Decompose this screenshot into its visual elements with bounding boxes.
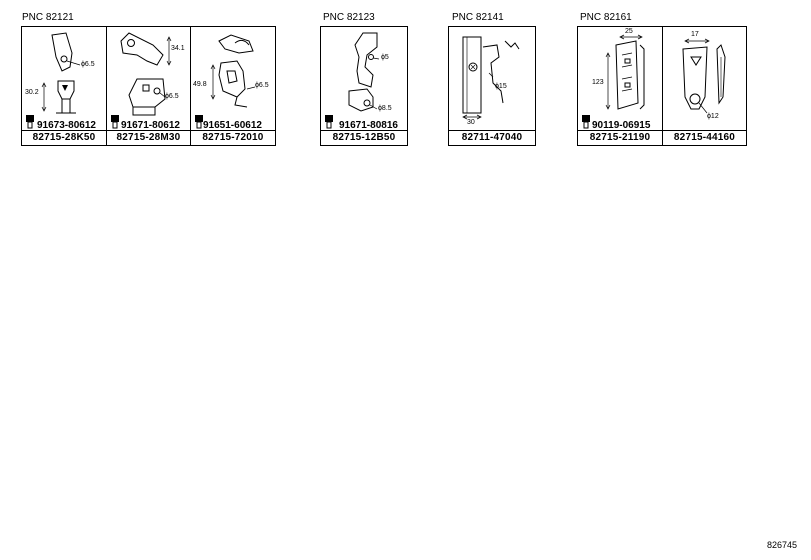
part-number[interactable]: 82715-72010 <box>191 130 275 145</box>
bracket-drawing <box>682 38 726 114</box>
part-cell-82715-12B50[interactable]: ϕ5 ϕ8.5 91671-80816 82715-12B50 <box>321 27 407 145</box>
bolt-part-number[interactable]: 91671-80612 <box>121 120 180 131</box>
dimension-label: ϕ6.5 <box>81 61 95 68</box>
illustration-id: 826745 <box>766 540 797 550</box>
pnc-title-82141: PNC 82141 <box>452 12 504 23</box>
bolt-part-number[interactable]: 90119-06915 <box>592 120 651 131</box>
parts-group-82121: ϕ6.5 30.2 91673-80612 82715-28K50 34.1 ϕ… <box>21 26 276 146</box>
fuse-holder-drawing <box>462 36 520 120</box>
part-cell-82715-72010[interactable]: 49.8 ϕ6.5 91651-60612 82715-72010 <box>190 27 275 145</box>
part-cell-82715-21190[interactable]: 25 123 90119-06915 82715-21190 <box>578 27 662 145</box>
part-number[interactable]: 82715-28K50 <box>22 130 106 145</box>
dimension-label: 30.2 <box>25 89 39 96</box>
clamp-drawing <box>325 32 380 129</box>
part-cell-82715-44160[interactable]: 17 ϕ12 82715-44160 <box>662 27 746 145</box>
bolt-part-number[interactable]: 91673-80612 <box>37 120 96 131</box>
dimension-label: 34.1 <box>171 45 185 52</box>
part-cell-82711-47040[interactable]: ϕ15 30 82711-47040 <box>449 27 535 145</box>
parts-group-82123: ϕ5 ϕ8.5 91671-80816 82715-12B50 <box>320 26 408 146</box>
pnc-title-82121: PNC 82121 <box>22 12 74 23</box>
dimension-label: ϕ12 <box>707 113 719 120</box>
part-number[interactable]: 82715-21190 <box>578 130 662 145</box>
bracket-drawing <box>111 32 172 129</box>
dimension-label: ϕ6.5 <box>165 93 179 100</box>
dimension-label: 49.8 <box>193 81 207 88</box>
part-number[interactable]: 82715-44160 <box>663 130 746 145</box>
dimension-label: ϕ6.5 <box>255 82 269 89</box>
dimension-label: 25 <box>625 28 633 35</box>
pnc-title-82161: PNC 82161 <box>580 12 632 23</box>
dimension-label: 17 <box>691 31 699 38</box>
dimension-label: 123 <box>592 79 604 86</box>
part-number[interactable]: 82715-12B50 <box>321 130 407 145</box>
dimension-label: 30 <box>467 119 475 126</box>
relay-block-drawing <box>582 34 645 129</box>
bolt-part-number[interactable]: 91671-80816 <box>339 120 398 131</box>
dimension-label: ϕ5 <box>381 54 389 61</box>
bracket-drawing <box>26 32 81 129</box>
part-number[interactable]: 82711-47040 <box>449 130 535 145</box>
parts-group-82161: 25 123 90119-06915 82715-21190 17 ϕ12 82… <box>577 26 747 146</box>
part-number[interactable]: 82715-28M30 <box>107 130 190 145</box>
part-cell-82715-28M30[interactable]: 34.1 ϕ6.5 91671-80612 82715-28M30 <box>106 27 190 145</box>
dimension-label: ϕ15 <box>495 83 507 90</box>
bolt-part-number[interactable]: 91651-60612 <box>203 120 262 131</box>
bracket-drawing <box>195 34 256 129</box>
pnc-title-82123: PNC 82123 <box>323 12 375 23</box>
dimension-label: ϕ8.5 <box>378 105 392 112</box>
part-cell-82715-28K50[interactable]: ϕ6.5 30.2 91673-80612 82715-28K50 <box>22 27 106 145</box>
parts-group-82141: ϕ15 30 82711-47040 <box>448 26 536 146</box>
